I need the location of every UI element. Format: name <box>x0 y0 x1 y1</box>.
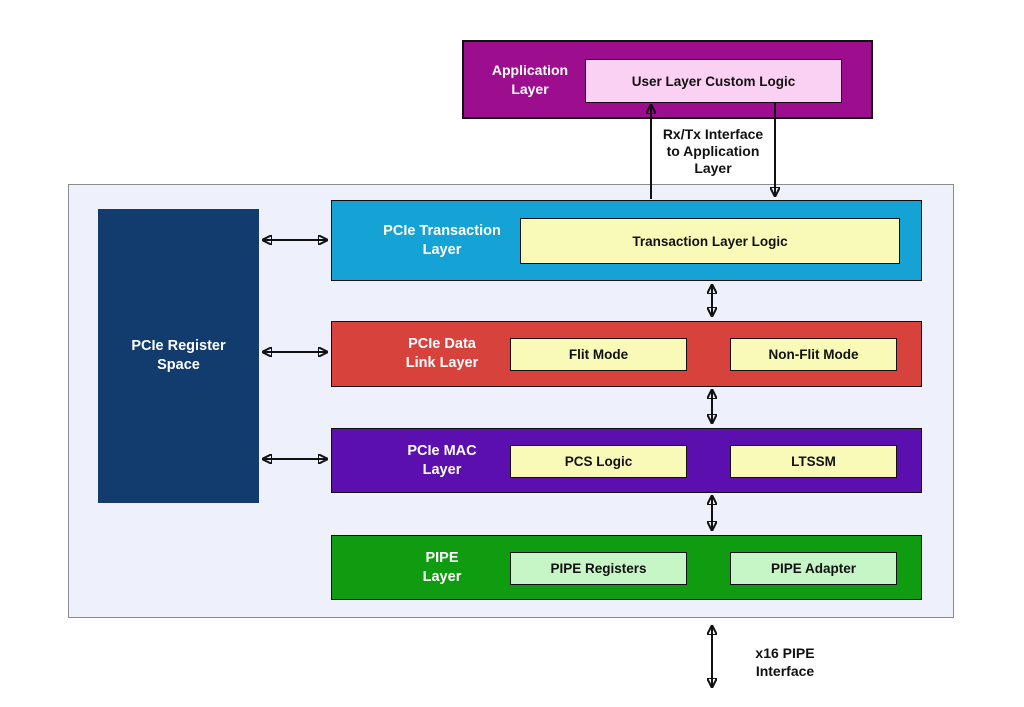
pcie-mac-layer-label: PCIe MAC Layer <box>407 442 477 478</box>
pcie-transaction-layer-label: PCIe Transaction Layer <box>383 222 501 258</box>
pcie-mac-layer-row: PCIe MAC Layer PCS Logic LTSSM <box>331 428 922 493</box>
pipe-layer-label: PIPE Layer <box>422 549 462 585</box>
x16-pipe-interface-label: x16 PIPE Interface <box>755 645 815 679</box>
flit-mode-box: Flit Mode <box>510 338 687 371</box>
pcie-register-space-box: PCIe Register Space <box>98 209 259 503</box>
pcie-data-link-layer-row: PCIe Data Link Layer Flit Mode Non-Flit … <box>331 321 922 387</box>
pcie-data-link-layer-label: PCIe Data Link Layer <box>405 336 479 371</box>
non-flit-mode-box: Non-Flit Mode <box>730 338 897 371</box>
pcs-logic-box: PCS Logic <box>510 445 687 478</box>
pcie-core-container: PCIe Register Space PCIe Transaction Lay… <box>68 184 954 618</box>
pipe-registers-box: PIPE Registers <box>510 552 687 585</box>
transaction-layer-logic-box: Transaction Layer Logic <box>520 218 900 264</box>
ltssm-box: LTSSM <box>730 445 897 478</box>
pipe-adapter-box: PIPE Adapter <box>730 552 897 585</box>
rx-tx-interface-label: Rx/Tx Interface to Application Layer <box>662 126 764 177</box>
application-layer-label: Application Layer <box>491 62 569 97</box>
pipe-layer-row: PIPE Layer PIPE Registers PIPE Adapter <box>331 535 922 600</box>
application-layer-box: Application Layer User Layer Custom Logi… <box>462 40 873 119</box>
user-layer-custom-logic-box: User Layer Custom Logic <box>585 59 842 103</box>
pcie-transaction-layer-row: PCIe Transaction Layer Transaction Layer… <box>331 200 922 281</box>
